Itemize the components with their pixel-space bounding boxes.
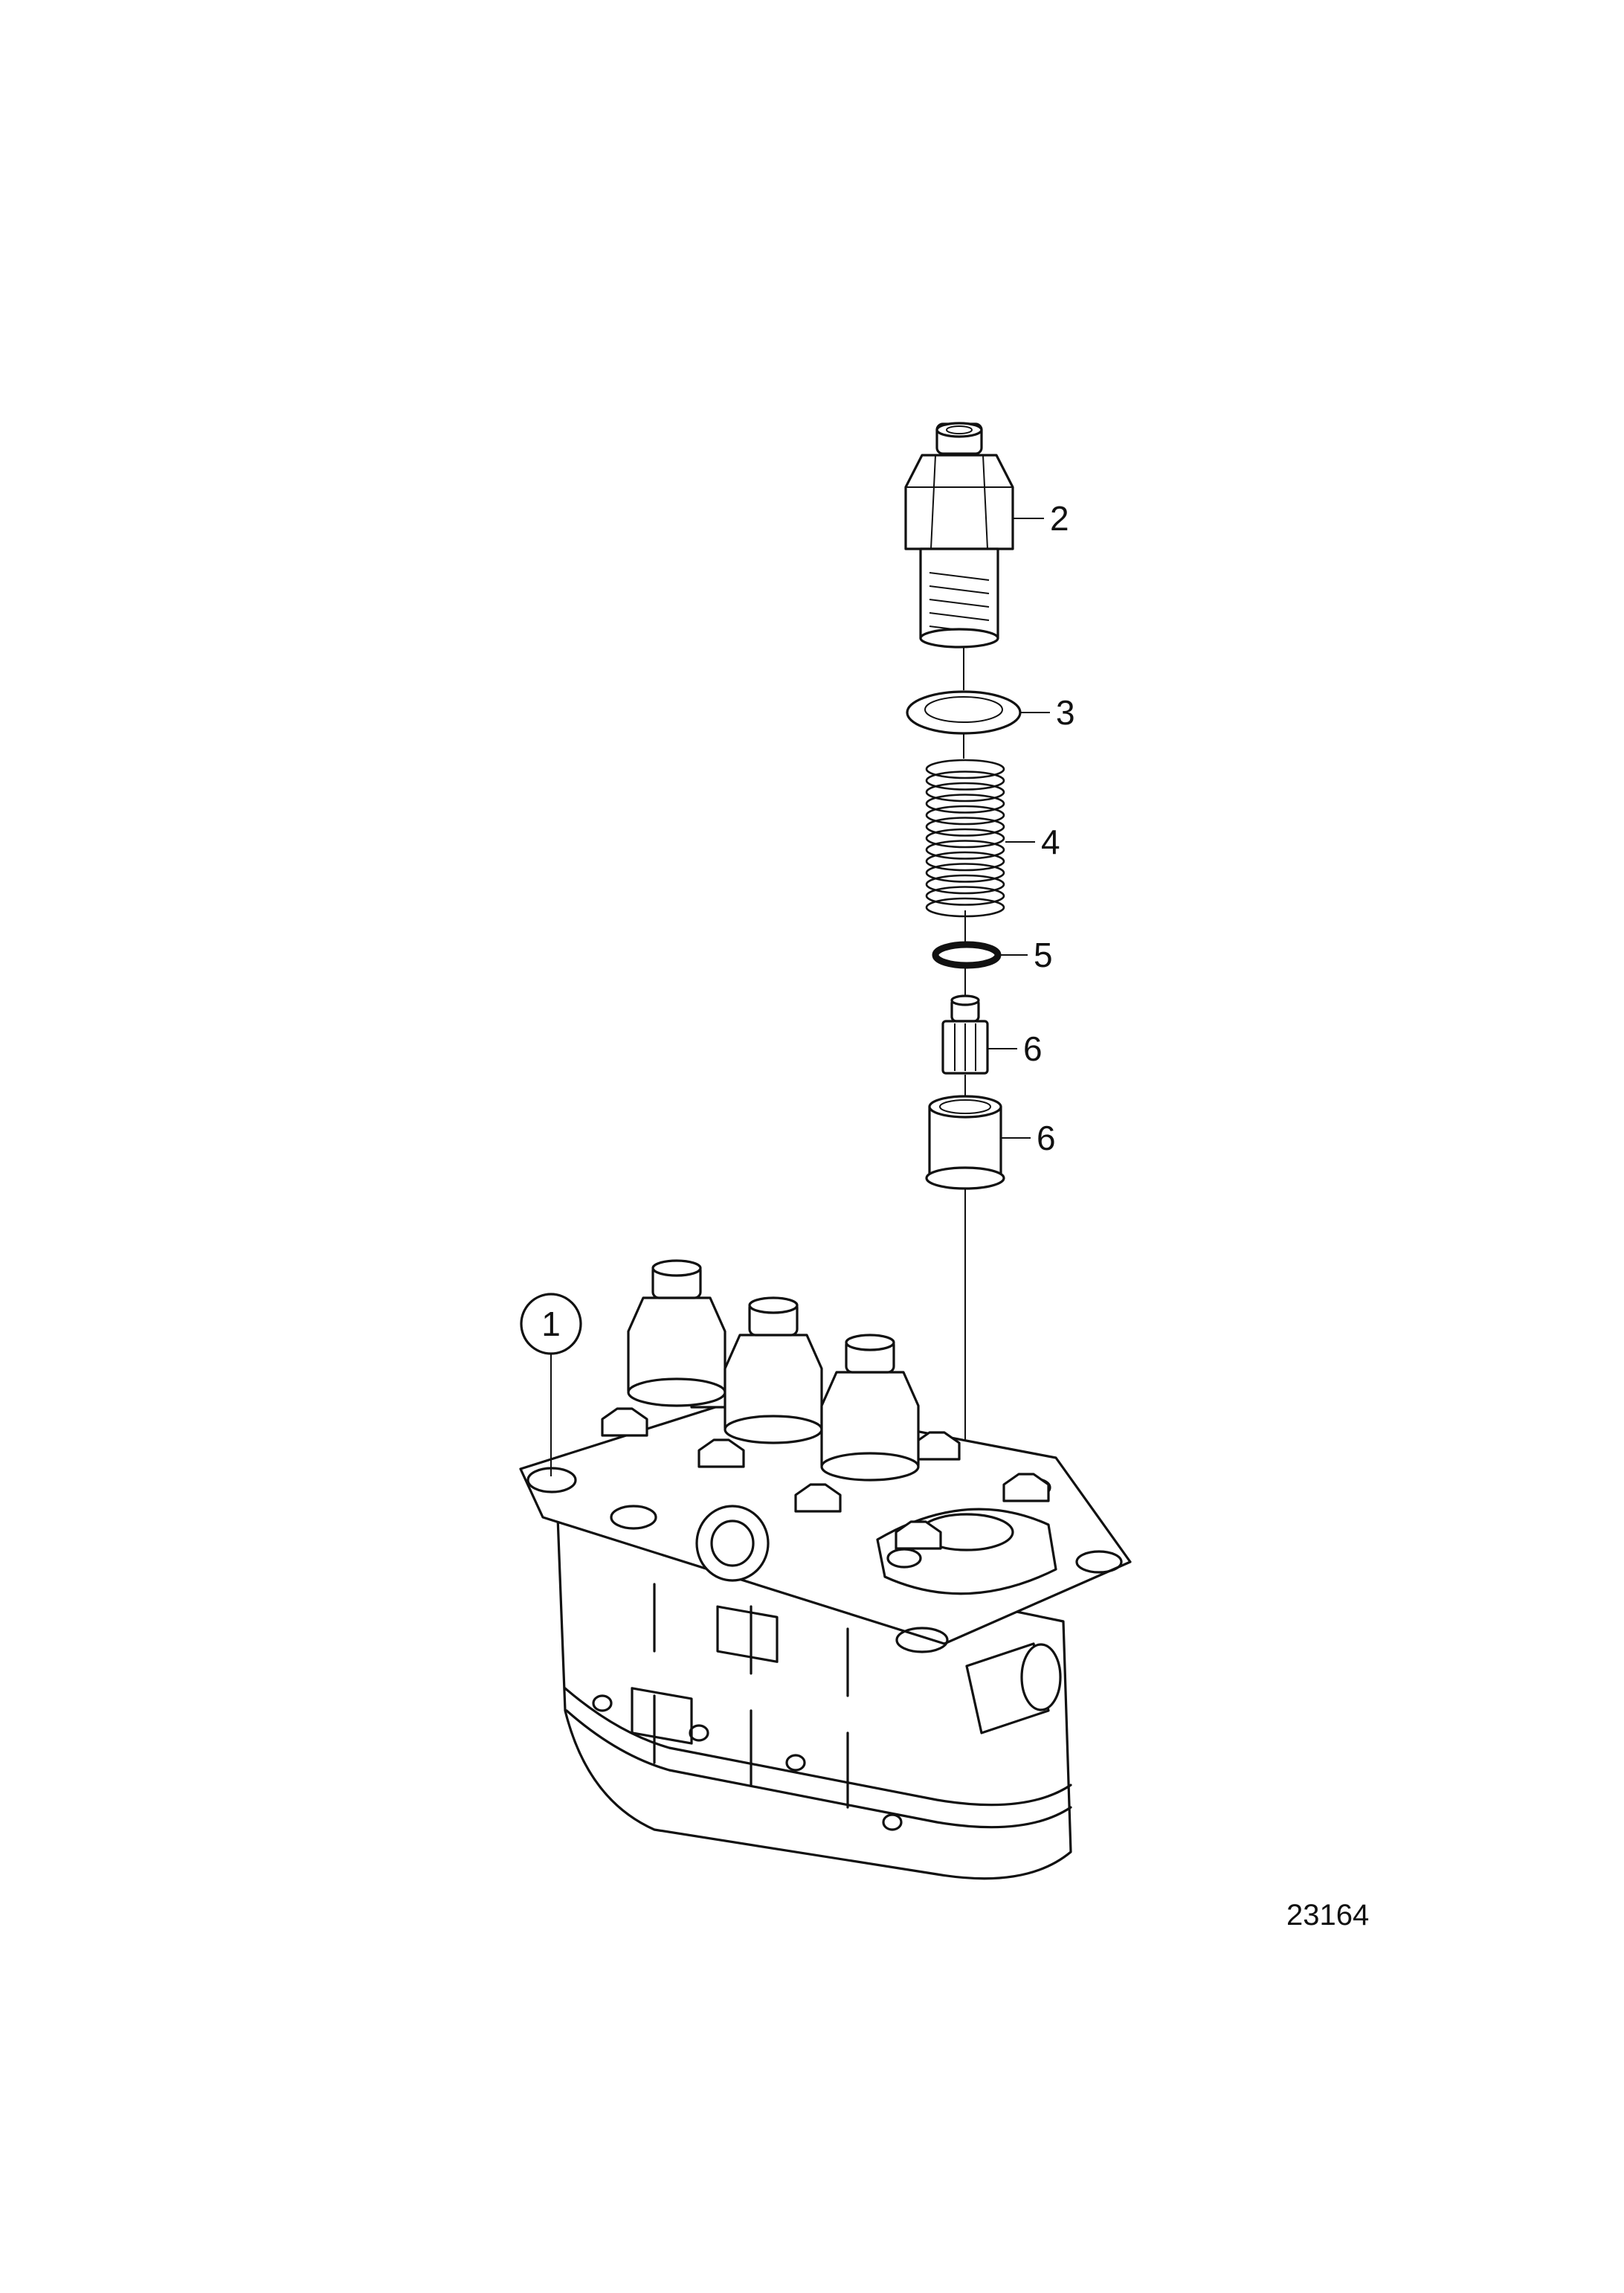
spring-coil [925,794,1005,814]
callout-6a: 6 [1023,1029,1043,1068]
sealing-washer [906,690,1022,735]
callout-6b: 6 [1037,1119,1056,1157]
delivery-valve-holder [904,422,1014,649]
spring-coil [925,771,1005,791]
callout-4: 4 [1041,823,1060,861]
callout-2: 2 [1050,499,1069,538]
spring-coil [925,874,1005,895]
spring-coil [925,817,1005,837]
valve-spring [925,759,1005,918]
spring-coil [925,828,1005,849]
injection-pump [519,1259,1132,1880]
figure-number: 23164 [1286,1899,1369,1932]
spring-coil [925,886,1005,906]
spring-coil [925,805,1005,826]
spring-coil [925,840,1005,860]
delivery-valve [941,994,989,1075]
valve-seat [925,1095,1005,1190]
callout-1: 1 [541,1305,561,1343]
callout-5: 5 [1034,936,1053,974]
o-ring [932,941,1002,969]
spring-coil [925,759,1005,779]
callouts: 1 2 3 4 5 6 6 [520,499,1075,1476]
spring-coil [925,782,1005,803]
spring-coil [925,851,1005,872]
spring-coil [925,863,1005,883]
callout-3: 3 [1056,693,1075,732]
